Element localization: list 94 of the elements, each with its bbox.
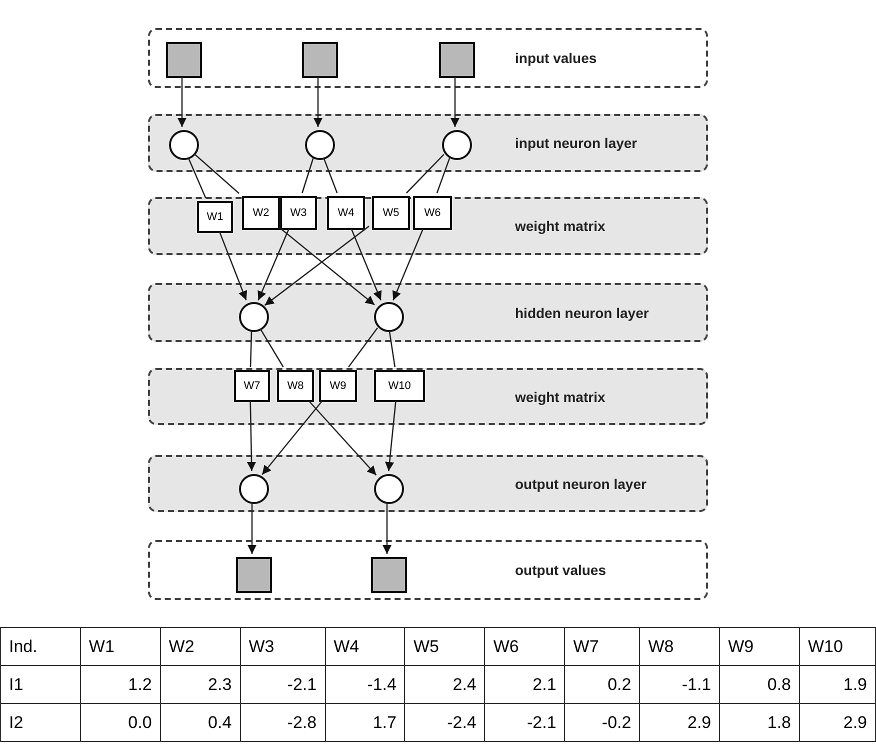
arrow [382,503,392,554]
table-cell: 2.9 [800,704,876,742]
neuron-circle [374,474,404,504]
arrow [264,226,370,306]
layer-band [148,28,708,88]
connector-line [388,330,396,368]
connector-line [436,158,450,194]
layer-label: weight matrix [515,388,606,404]
arrow [308,400,377,476]
weight-box: W4 [327,196,365,230]
table-cell: 0.8 [720,666,800,704]
table-cell: W7 [564,628,640,666]
table-cell: W3 [240,628,326,666]
neuron-circle [239,302,269,332]
arrow [313,77,323,127]
connector-line [348,327,378,368]
layer-label: output neuron layer [515,476,646,492]
weight-box: W8 [277,370,314,402]
arrow [385,400,396,472]
neuron-circle [305,130,335,160]
table-cell: -2.8 [240,704,326,742]
neuron-circle [239,474,269,504]
connector-line [323,158,338,194]
value-square [236,557,272,593]
value-square [439,42,475,78]
table-cell: -2.1 [484,704,565,742]
arrow [258,228,290,301]
table-cell: W4 [325,628,405,666]
arrow [247,503,257,554]
neuron-circle [442,130,472,160]
table-cell: I2 [0,704,80,742]
table-cell: -2.4 [404,704,485,742]
arrow [450,77,460,127]
connector-line [260,328,284,368]
weight-box: W2 [242,196,280,230]
table-cell: -0.2 [564,704,640,742]
connector-line [188,157,206,198]
table-cell: W5 [404,628,485,666]
arrow [219,232,248,300]
connector-line [302,158,314,194]
layer-band [148,368,708,425]
weight-box: W9 [319,370,357,402]
weight-box: W10 [374,370,425,402]
weight-box: W6 [413,196,452,230]
table-cell: W9 [720,628,800,666]
table-cell: 1.2 [80,666,160,704]
table-cell: Ind. [0,628,80,666]
arrow [392,228,424,300]
table-cell: 2.3 [160,666,240,704]
layer-label: output values [515,562,606,578]
table-cell: W1 [80,628,160,666]
table-cell: 1.9 [800,666,876,704]
table-cell: 2.4 [404,666,485,704]
table-cell: 0.0 [80,704,160,742]
arrow [278,226,375,306]
weight-box: W3 [280,196,317,230]
table-cell: 0.4 [160,704,240,742]
weight-box: W1 [197,201,233,233]
layer-band [148,283,708,342]
arrow [246,400,256,472]
layer-band [148,455,708,512]
connector-line [250,330,252,368]
arrow [262,400,323,476]
table-cell: 2.9 [640,704,720,742]
layer-label: input values [515,50,597,66]
weight-box: W7 [234,370,270,402]
table-cell: -1.4 [325,666,405,704]
value-square [371,557,407,593]
table-cell: W10 [800,628,876,666]
table-cell: 2.1 [484,666,565,704]
table-cell: W6 [484,628,565,666]
layer-band [148,114,708,172]
value-square [166,42,202,78]
weight-box: W5 [372,196,410,230]
arrow [177,77,187,127]
table-cell: -2.1 [240,666,326,704]
neuron-circle [374,302,404,332]
table-cell: 0.2 [564,666,640,704]
table-cell: W8 [640,628,720,666]
table-cell: I1 [0,666,80,704]
layer-band [148,197,708,255]
neuron-circle [169,130,199,160]
connector-line [406,154,444,194]
layer-label: input neuron layer [515,135,638,151]
layer-band [148,540,708,600]
table-cell: 1.7 [325,704,405,742]
arrow [350,228,382,300]
table-cell: -1.1 [640,666,720,704]
layer-label: weight matrix [515,218,606,234]
layer-label: hidden neuron layer [515,304,649,320]
connector-line [194,153,240,194]
value-square [302,42,338,78]
table-cell: W2 [160,628,240,666]
table-cell: 1.8 [720,704,800,742]
